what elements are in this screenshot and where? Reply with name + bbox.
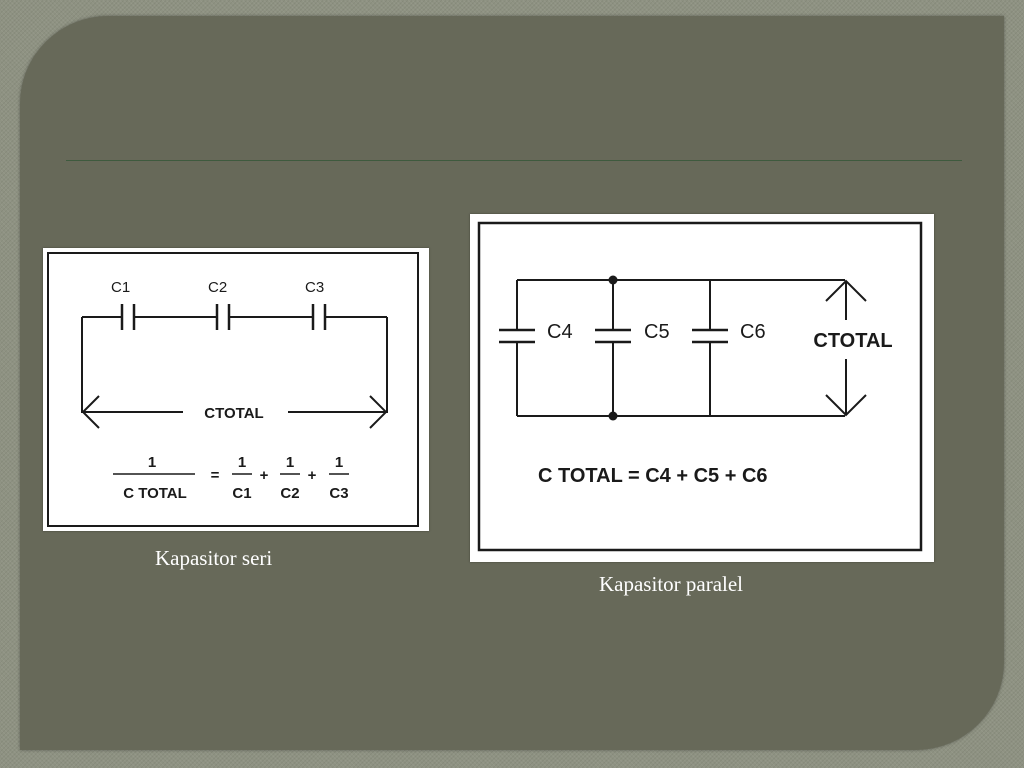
- series-total-arrow: [81, 395, 388, 429]
- parallel-frame: [477, 221, 923, 552]
- formula-equals: =: [211, 467, 220, 484]
- parallel-capacitor-diagram: C4 C5 C6 CTOTAL C TOTAL = C4 + C5 + C6: [470, 214, 934, 562]
- series-wiring: [81, 316, 388, 413]
- capacitor-c2-symbol: [215, 304, 231, 330]
- formula-plus-1: +: [260, 467, 269, 484]
- parallel-wiring: [516, 279, 845, 417]
- capacitor-c6-symbol: [692, 328, 728, 344]
- label-c3: C3: [305, 279, 324, 296]
- label-c2: C2: [208, 279, 227, 296]
- formula-term3-numerator: 1: [335, 454, 343, 471]
- capacitor-c4-symbol: [499, 328, 535, 344]
- formula-term2-numerator: 1: [286, 454, 294, 471]
- label-c1: C1: [111, 279, 130, 296]
- caption-series: Kapasitor seri: [155, 546, 273, 570]
- capacitor-c1-symbol: [120, 304, 136, 330]
- label-c4: C4: [547, 321, 573, 343]
- label-c5: C5: [644, 321, 670, 343]
- parallel-circuit-svg: C4 C5 C6 CTOTAL C TOTAL = C4 + C5 + C6: [477, 221, 923, 552]
- formula-term1-denominator: C1: [232, 485, 251, 502]
- series-capacitor-diagram: C1 C2 C3 CTOTAL 1 C TOTAL = 1 C1 + 1 C2 …: [43, 248, 429, 531]
- series-frame: [47, 252, 419, 527]
- series-circuit-svg: C1 C2 C3 CTOTAL 1 C TOTAL = 1 C1 + 1 C2 …: [47, 252, 419, 527]
- parallel-total-arrow: [825, 279, 867, 417]
- formula-lhs-numerator: 1: [148, 454, 156, 471]
- junction-node-top: [608, 275, 618, 285]
- formula-lhs-denominator: C TOTAL: [123, 485, 187, 502]
- junction-node-bottom: [608, 411, 618, 421]
- label-ctotal-series: CTOTAL: [204, 405, 263, 422]
- formula-term3-denominator: C3: [329, 485, 348, 502]
- caption-parallel: Kapasitor paralel: [599, 572, 744, 596]
- parallel-formula: C TOTAL = C4 + C5 + C6: [538, 465, 768, 487]
- label-ctotal-parallel: CTOTAL: [813, 330, 892, 352]
- capacitor-c3-symbol: [311, 304, 327, 330]
- formula-plus-2: +: [308, 467, 317, 484]
- formula-term2-denominator: C2: [280, 485, 299, 502]
- series-formula: 1 C TOTAL = 1 C1 + 1 C2 + 1 C3: [113, 454, 349, 502]
- capacitor-c5-symbol: [595, 328, 631, 344]
- label-c6: C6: [740, 321, 766, 343]
- title-divider: [66, 160, 962, 161]
- formula-term1-numerator: 1: [238, 454, 246, 471]
